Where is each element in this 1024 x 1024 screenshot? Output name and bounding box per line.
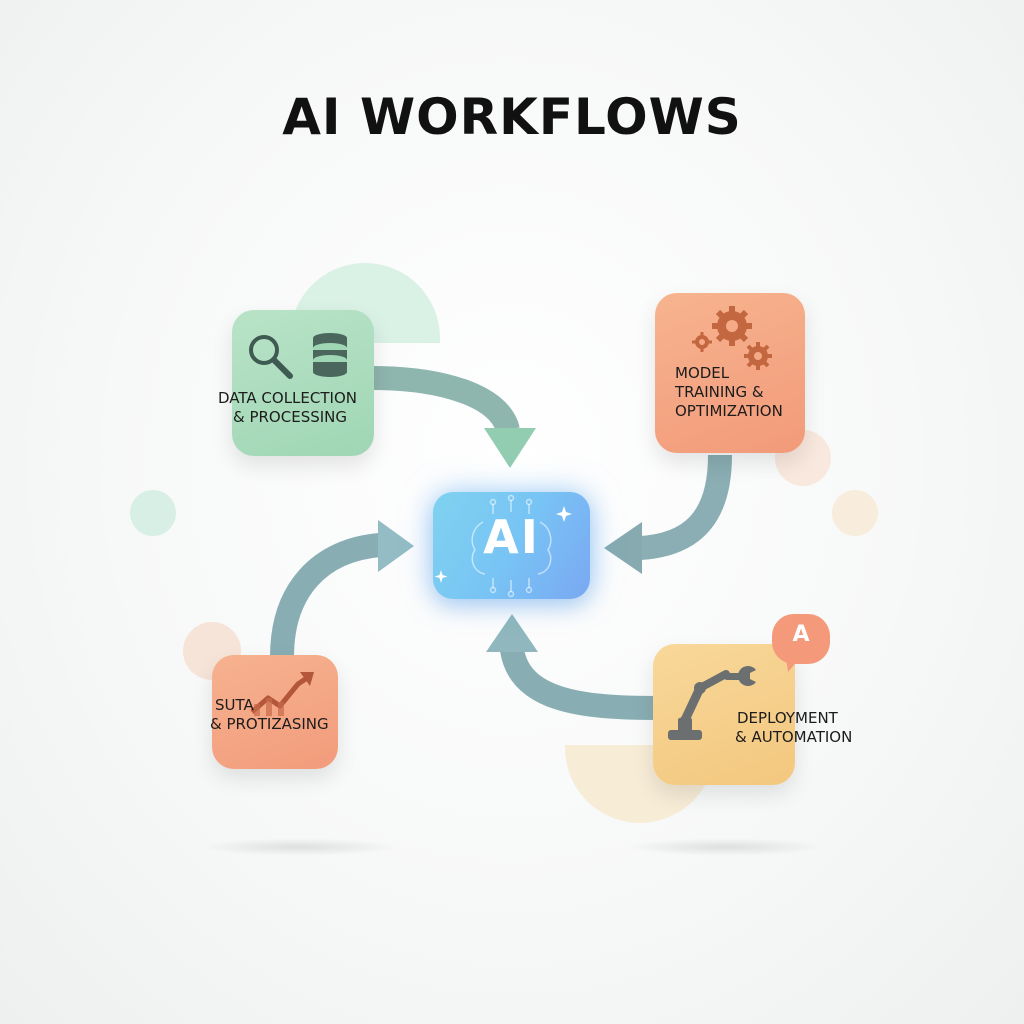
arrow-suta-to-ai [270, 520, 414, 658]
node-data-collection [232, 310, 374, 456]
ai-center-label: AI [483, 510, 540, 564]
page-title: AI WORKFLOWS [282, 88, 742, 146]
deployment-label-line2: & AUTOMATION [735, 728, 853, 746]
wrench-icon [724, 666, 756, 686]
database-icon [313, 333, 347, 377]
robot-arm-icon [668, 670, 730, 740]
model-label-line3: OPTIMIZATION [675, 402, 783, 420]
ground-shadow [625, 838, 825, 856]
decorative-dot-green [130, 490, 176, 536]
model-label-line2: TRAINING & [675, 383, 764, 401]
brain-circuit-icon [434, 494, 572, 598]
decorative-dot-peach [832, 490, 878, 536]
suta-label-line2: & PROTIZASING [210, 715, 329, 733]
trend-chart-icon [250, 672, 314, 716]
arrow-model-to-ai [604, 454, 732, 574]
speech-bubble-tail [786, 658, 800, 672]
arrow-data-to-ai [371, 366, 536, 468]
node-deployment [653, 644, 795, 785]
speech-bubble-letter: A [792, 622, 810, 647]
gears-icon [692, 306, 772, 370]
arrow-deploy-to-ai [486, 614, 656, 720]
speech-bubble-badge [772, 614, 830, 664]
model-label-line1: MODEL [675, 364, 730, 382]
search-icon [249, 335, 293, 379]
ground-shadow [200, 838, 400, 856]
suta-label-line1: SUTA [215, 696, 254, 714]
sparkle-icon [434, 506, 572, 583]
data-collection-label-line2: & PROCESSING [233, 408, 348, 426]
node-suta [212, 655, 338, 769]
deployment-label-line1: DEPLOYMENT [737, 709, 838, 727]
data-collection-label-line1: DATA COLLECTION [218, 389, 357, 407]
